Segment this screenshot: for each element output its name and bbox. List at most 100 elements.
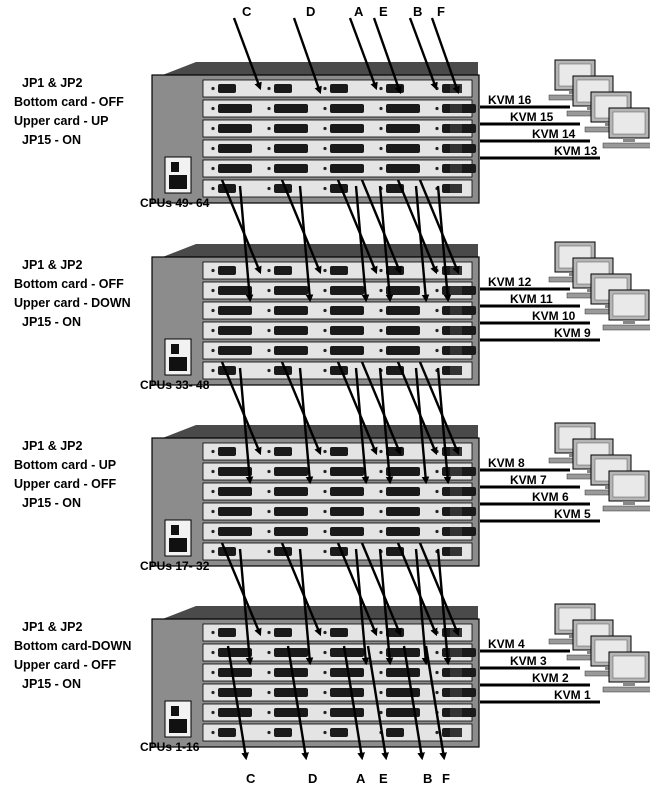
cable-arrow xyxy=(336,179,378,275)
screw xyxy=(323,710,327,715)
cable-arrow xyxy=(424,645,447,761)
db-connector xyxy=(330,467,364,476)
cable-letter-top: C xyxy=(242,4,252,19)
config-line: Upper card - UP xyxy=(14,114,108,128)
rj-port xyxy=(450,688,462,697)
db-connector xyxy=(218,104,252,113)
screw xyxy=(379,690,383,695)
kvm-label: KVM 11 xyxy=(510,292,553,306)
db-connector xyxy=(386,144,420,153)
cable-arrow xyxy=(378,548,394,666)
db-connector xyxy=(330,648,364,657)
config-line: JP15 - ON xyxy=(22,496,81,510)
db-connector xyxy=(274,306,308,315)
db-connector xyxy=(274,346,308,355)
screw xyxy=(323,650,327,655)
config-line: JP1 & JP2 xyxy=(22,439,83,453)
cable-arrow xyxy=(414,185,430,303)
db-connector xyxy=(386,527,420,536)
screw xyxy=(323,509,327,514)
rj-port xyxy=(450,124,462,133)
kvm-label: KVM 5 xyxy=(554,507,591,521)
cable-arrow xyxy=(402,645,425,761)
db-connector xyxy=(274,688,308,697)
screw xyxy=(211,186,215,191)
screw xyxy=(379,650,383,655)
screw xyxy=(323,86,327,91)
cable-arrow xyxy=(298,185,314,303)
screw xyxy=(323,529,327,534)
db-connector xyxy=(218,306,252,315)
cable-arrow xyxy=(232,17,262,91)
screw xyxy=(211,106,215,111)
screw xyxy=(435,146,439,151)
db-connector xyxy=(386,286,420,295)
screw xyxy=(211,509,215,514)
db-connector xyxy=(274,487,308,496)
config-line: Bottom card - OFF xyxy=(14,95,124,109)
db-connector xyxy=(274,144,308,153)
screw xyxy=(435,166,439,171)
screw xyxy=(211,650,215,655)
db-connector xyxy=(386,164,420,173)
power-switch-icon xyxy=(171,344,179,354)
config-line: JP1 & JP2 xyxy=(22,620,83,634)
db-connector xyxy=(386,124,420,133)
cable-arrow xyxy=(354,548,370,666)
screw xyxy=(379,268,383,273)
db-connector xyxy=(218,164,252,173)
cable-letter-bottom: F xyxy=(442,771,450,786)
cable-arrow xyxy=(378,185,394,303)
db-connector xyxy=(218,487,252,496)
cable-arrow xyxy=(360,179,402,275)
monitor-screen xyxy=(612,474,646,498)
kvm-label: KVM 3 xyxy=(510,654,547,668)
screw xyxy=(379,308,383,313)
screw xyxy=(323,469,327,474)
monitor-icon xyxy=(602,651,650,693)
screw xyxy=(267,126,271,131)
cable-arrow xyxy=(360,542,402,637)
config-line: Bottom card - UP xyxy=(14,458,116,472)
config-line: JP15 - ON xyxy=(22,315,81,329)
cable-arrow xyxy=(280,542,322,637)
db-connector xyxy=(330,728,348,737)
cable-arrow xyxy=(414,548,430,666)
db-connector xyxy=(274,447,292,456)
cable-arrow xyxy=(280,361,322,456)
db-connector xyxy=(274,668,308,677)
db-connector xyxy=(386,688,420,697)
screw xyxy=(379,166,383,171)
db-connector xyxy=(330,104,364,113)
rj-port xyxy=(450,184,462,193)
rj-port xyxy=(450,507,462,516)
db-connector xyxy=(274,104,308,113)
cable-arrow xyxy=(366,645,389,761)
screw xyxy=(211,328,215,333)
cable-letter-bottom: A xyxy=(356,771,366,786)
cable-arrow xyxy=(436,185,452,303)
screw xyxy=(211,146,215,151)
cable-arrow xyxy=(238,548,254,666)
screw xyxy=(211,126,215,131)
cable-arrow xyxy=(336,361,378,456)
db-connector xyxy=(386,467,420,476)
monitor-screen xyxy=(612,655,646,679)
screw xyxy=(267,529,271,534)
kvm-label: KVM 7 xyxy=(510,473,547,487)
screw xyxy=(435,489,439,494)
screw xyxy=(267,449,271,454)
cpu-range-label: CPUs 1-16 xyxy=(140,740,200,754)
screw xyxy=(323,288,327,293)
db-connector xyxy=(330,346,364,355)
screw xyxy=(267,690,271,695)
screw xyxy=(267,630,271,635)
db-connector xyxy=(274,467,308,476)
cable-arrow xyxy=(418,179,460,275)
chassis-top xyxy=(160,244,478,258)
db-connector xyxy=(330,266,348,275)
screw xyxy=(379,146,383,151)
screw xyxy=(267,86,271,91)
chassis-top xyxy=(160,425,478,439)
